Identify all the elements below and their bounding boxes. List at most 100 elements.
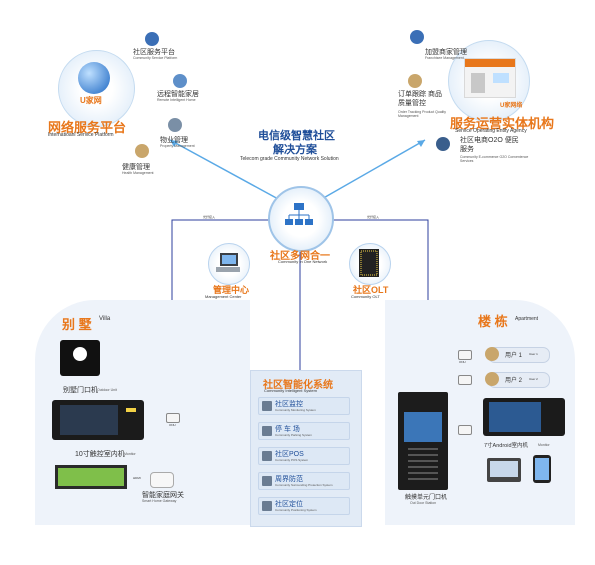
system-item-pos-cn: 社区POS <box>275 451 304 458</box>
right-arrow-line <box>319 139 426 201</box>
villa-tv <box>55 465 127 489</box>
apt-door-en: Out Door Station <box>410 501 437 505</box>
right-agency-title-en: Service Operating Entity Agency <box>455 128 527 134</box>
system-item-monitoring-en: Community Monitoring System <box>275 408 316 412</box>
olt-title: 社区OLT <box>353 285 389 295</box>
barrier-icon <box>262 426 272 436</box>
globe-icon <box>78 62 110 94</box>
ecommerce-icon <box>436 137 450 151</box>
system-item-parking[interactable]: 停 车 场 Community Parking System <box>258 422 350 440</box>
user-1-cn: 用户 1 <box>505 353 523 359</box>
villa-hdmi: HDMI <box>133 476 141 480</box>
hub-title: 社区多网合一 <box>270 251 330 262</box>
apartment-title-en: Apartment <box>515 316 539 322</box>
villa-gateway-cn: 智能家庭网关 <box>142 492 184 499</box>
system-item-positioning-cn: 社区定位 <box>275 501 303 508</box>
villa-monitor-en: Monitor <box>124 452 136 456</box>
store-icon <box>464 58 516 98</box>
order-icon <box>408 74 422 88</box>
system-item-parking-cn: 停 车 场 <box>275 426 300 433</box>
right-item-2-cn: 订单跟踪 商品质量管控 <box>398 91 442 107</box>
left-logo: U家网 <box>80 96 102 105</box>
system-item-positioning[interactable]: 社区定位 Community Positioning System <box>258 497 350 515</box>
apt-monitor-en: Monitor <box>538 443 550 447</box>
left-item-1-en: Community Service Platform <box>133 56 178 60</box>
left-item-4-cn: 健康管理 <box>122 164 150 171</box>
apartment-title: 楼 栋 <box>478 314 508 329</box>
left-item-4-en: Health Management <box>122 171 154 175</box>
right-item-1-cn: 加盟商家管理 <box>425 49 467 56</box>
system-title: 社区智能化系统 <box>263 380 333 391</box>
system-item-pos-en: Community POS System <box>275 458 309 462</box>
left-item-1-cn: 社区服务平台 <box>133 49 175 56</box>
villa-outdoor-en: Outdoor Unit <box>97 388 117 392</box>
apt-onu-1 <box>458 350 472 360</box>
left-platform-title-en: Internatioanl Service Platform <box>48 132 114 138</box>
villa-outdoor-cn: 别墅门口机 <box>63 387 98 394</box>
left-item-3-en: Property Management <box>160 144 195 148</box>
pos-icon <box>262 451 272 461</box>
villa-monitor-cn: 10寸触控室内机 <box>75 451 125 458</box>
villa-indoor-monitor <box>52 400 144 440</box>
left-platform-title: 网络服务平台 <box>48 120 127 135</box>
left-arrow-head <box>170 140 178 147</box>
left-item-2-cn: 远程智能家居 <box>157 91 199 98</box>
hub-title-en: Community In One Network <box>278 259 328 264</box>
system-item-positioning-en: Community Positioning System <box>275 508 317 512</box>
villa-title-en: Villa <box>99 316 111 322</box>
user-2-en: User 2 <box>529 377 538 381</box>
olt-title-en: Community OLT <box>351 294 380 299</box>
apt-onu-3 <box>458 425 472 435</box>
phone-icon <box>533 455 551 483</box>
villa-title: 别 墅 <box>62 317 92 332</box>
right-arrow-head <box>417 140 425 147</box>
system-item-perimeter-cn: 周界防范 <box>275 476 303 483</box>
center-title-line2: 解决方案 <box>273 144 317 156</box>
apt-onu-2 <box>458 375 472 385</box>
system-item-pos[interactable]: 社区POS Community POS System <box>258 447 350 465</box>
left-item-2-en: Remote Intelligent Home <box>157 98 196 102</box>
right-item-3-en: Community E-commerce O2O Convenience Ser… <box>460 155 529 163</box>
system-item-monitoring[interactable]: 社区监控 Community Monitoring System <box>258 397 350 415</box>
system-item-parking-en: Community Parking System <box>275 433 313 437</box>
smart-home-icon <box>173 74 187 88</box>
location-icon <box>262 501 272 511</box>
right-item-3-cn: 社区电商O2O 便民服务 <box>460 137 519 153</box>
left-item-3-cn: 物业管理 <box>160 137 188 144</box>
franchisee-icon <box>410 30 424 44</box>
system-item-monitoring-cn: 社区监控 <box>275 401 303 408</box>
network-icon <box>285 203 313 227</box>
health-icon <box>135 144 149 158</box>
villa-onu-label: ONU <box>169 423 176 427</box>
user-1-icon <box>485 347 499 361</box>
apt-door-cn: 触摸单元门口机 <box>405 495 448 501</box>
system-item-perimeter-en: Community Surrounding Protection System <box>275 483 333 487</box>
center-title-line1: 电信级智慧社区 <box>258 130 335 142</box>
right-item-1-en: Franchisee Management <box>425 56 464 60</box>
fence-icon <box>262 476 272 486</box>
apt-door-station <box>398 392 448 490</box>
left-arrow-line <box>169 139 281 201</box>
fiber-label-right: 光纤接入 <box>367 215 380 219</box>
villa-onu <box>166 413 180 423</box>
fiber-label-left: 光纤接入 <box>203 215 216 219</box>
user-1-en: User 1 <box>529 352 538 356</box>
right-item-2-en: Order Tracking Product Quality Managemen… <box>398 110 447 118</box>
apt-indoor-monitor <box>483 398 565 436</box>
apt-onu-1-label: ONU <box>459 360 466 364</box>
center-title-en: Telecom grade Community Network Solution <box>240 156 339 162</box>
user-2-cn: 用户 2 <box>505 378 523 384</box>
apt-monitor-cn: 7寸Android室内机 <box>484 443 529 449</box>
property-icon <box>168 118 182 132</box>
management-title: 管理中心 <box>213 285 250 295</box>
user-2-icon <box>485 372 499 386</box>
villa-gateway-en: Smart Home Gateway <box>142 499 177 503</box>
laptop-icon <box>487 458 521 482</box>
camera-icon <box>262 401 272 411</box>
system-item-perimeter[interactable]: 周界防范 Community Surrounding Protection Sy… <box>258 472 350 490</box>
villa-outdoor-unit <box>60 340 100 376</box>
system-title-en: Community Intelligent System <box>264 388 317 393</box>
user-2-row: 用户 2 User 2 <box>485 372 550 388</box>
management-title-en: Management Center <box>205 294 242 299</box>
villa-gateway <box>150 472 174 488</box>
